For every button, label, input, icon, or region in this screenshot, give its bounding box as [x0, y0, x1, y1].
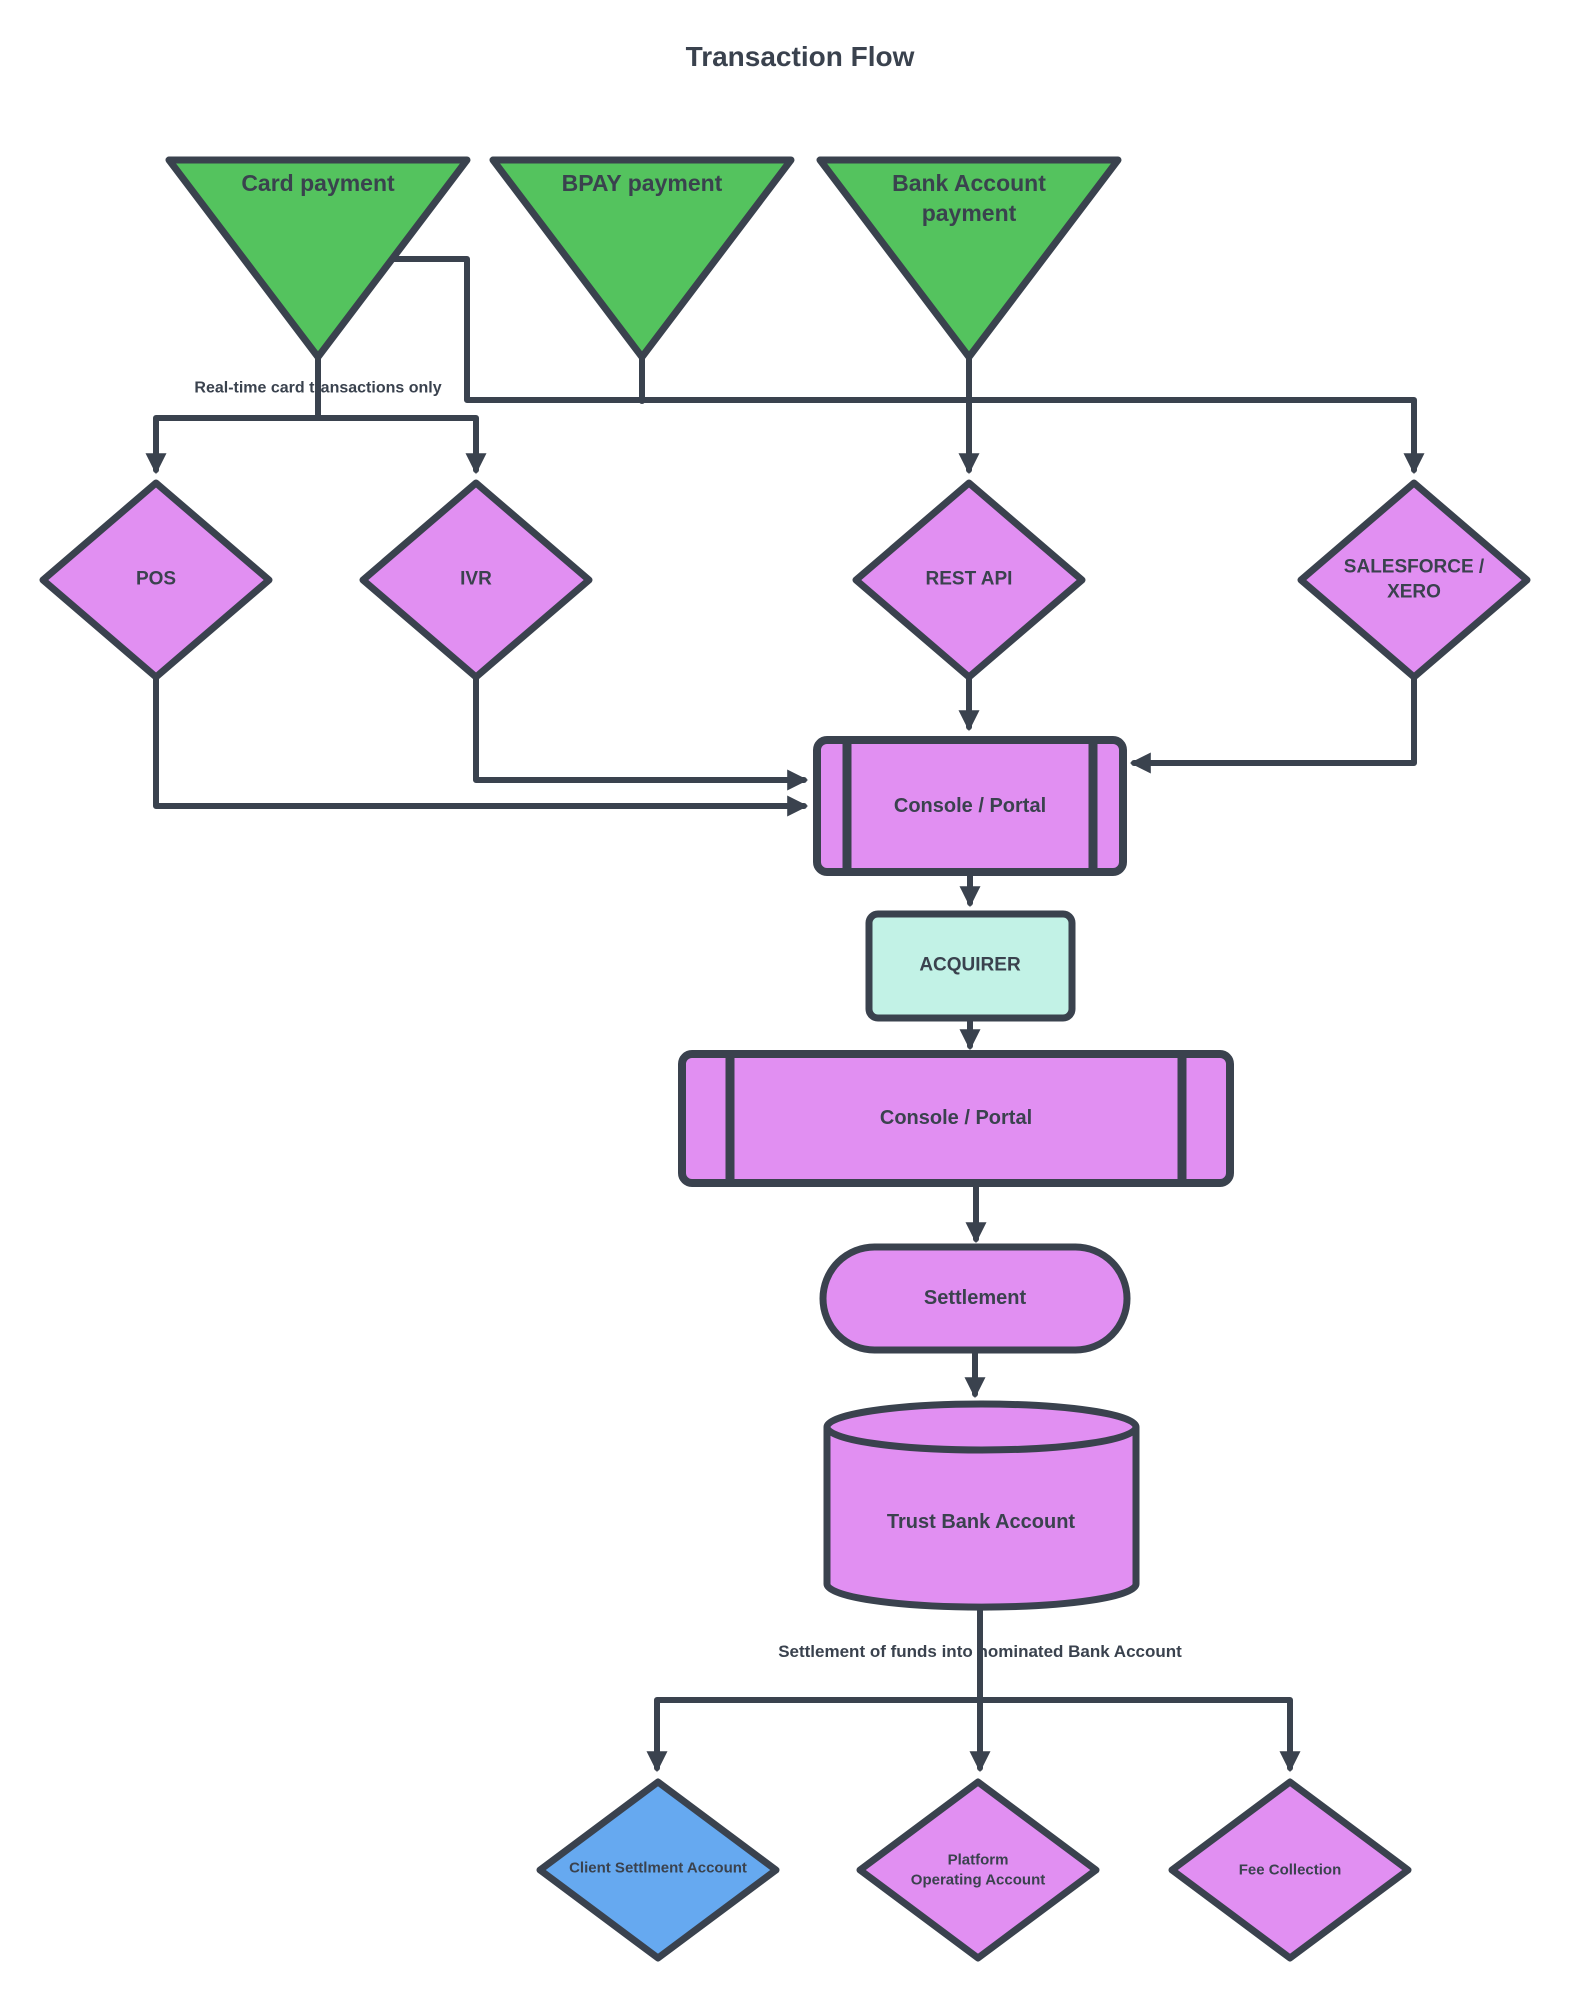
edge-card-bus-to-salesforce	[391, 256, 1425, 475]
console-portal-2-box	[678, 1050, 1234, 1187]
diagram-title: Transaction Flow	[685, 40, 915, 72]
platform-operating-account-label: Platform Operating Account	[910, 1851, 1046, 1889]
client-settlement-account-diamond	[536, 1778, 780, 1962]
edge-split-to-pos	[145, 415, 321, 475]
rest-api-diamond	[852, 479, 1086, 681]
settlement-funds-edge-label: Settlement of funds into nominated Bank …	[778, 1641, 1182, 1661]
pos-label: POS	[135, 568, 177, 590]
edge-split-to-client	[646, 1697, 983, 1773]
edge-ivr-to-console1	[473, 674, 809, 791]
trust-bank-account-cylinder-top	[823, 1400, 1140, 1454]
console-portal-2-label: Console / Portal	[879, 1107, 1033, 1129]
edge-pos-to-console1	[153, 674, 809, 817]
settlement-label: Settlement	[923, 1287, 1027, 1309]
ivr-diamond	[359, 479, 593, 681]
settlement-stadium	[819, 1243, 1131, 1354]
acquirer-box	[865, 910, 1076, 1022]
rest-api-label: REST API	[925, 568, 1013, 590]
salesforce-xero-label: SALESFORCE / XERO	[1343, 556, 1485, 602]
card-payment-triangle	[165, 156, 471, 361]
edge-split-to-fee	[977, 1697, 1301, 1773]
fee-collection-label: Fee Collection	[1238, 1861, 1342, 1879]
fee-collection-diamond	[1168, 1778, 1412, 1962]
realtime-edge-label: Real-time card transactions only	[194, 379, 442, 397]
client-settlement-account-label: Client Settlment Account	[569, 1859, 747, 1877]
console-portal-1-box	[813, 736, 1127, 876]
bank-account-payment-label: Bank Account payment	[892, 170, 1046, 226]
bpay-payment-triangle	[489, 156, 795, 361]
acquirer-label: ACQUIRER	[919, 954, 1021, 976]
edge-split-to-ivr	[315, 415, 487, 475]
edge-salesforce-to-console1	[1129, 674, 1417, 774]
card-payment-label: Card payment	[241, 170, 395, 197]
salesforce-xero-diamond	[1297, 479, 1531, 681]
bpay-payment-label: BPAY payment	[561, 170, 723, 197]
pos-diamond	[39, 479, 273, 681]
bank-account-payment-triangle	[816, 156, 1122, 361]
trust-bank-account-label: Trust Bank Account	[886, 1511, 1076, 1533]
ivr-label: IVR	[460, 568, 492, 590]
platform-operating-account-diamond	[856, 1778, 1100, 1962]
trust-bank-account-cylinder-body	[823, 1427, 1140, 1611]
console-portal-1-label: Console / Portal	[893, 795, 1047, 817]
